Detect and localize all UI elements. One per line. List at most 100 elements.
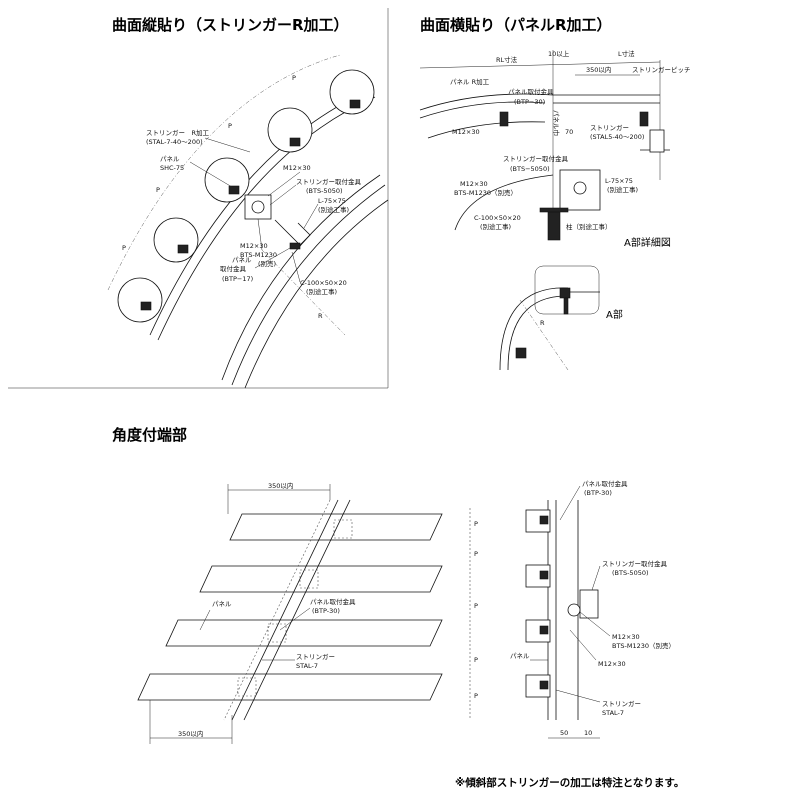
- label-panel-code: SHC-75: [160, 164, 184, 172]
- label-a-part: A部: [606, 308, 623, 321]
- label-panel: パネル: [212, 600, 232, 608]
- detail-bracket-left: [515, 347, 527, 359]
- pitch-p-4: P: [474, 656, 478, 664]
- pitch-label-3: P: [228, 122, 232, 130]
- leader-bts: [257, 218, 263, 251]
- label-stringer-bracket: ストリンガー取付金具: [503, 154, 569, 163]
- panel-profile-2: [153, 217, 199, 263]
- pitch-label-1: P: [122, 244, 126, 252]
- label-panel-r: パネル R加工: [450, 77, 490, 86]
- vertical-curve-drawing: R P P P P ストリンガー R加工 (STAL-7-40〜200) パネル…: [107, 54, 389, 389]
- section-title-angled-end: 角度付端部: [112, 426, 187, 444]
- label-stringer-bracket-code: (BTS-5050): [306, 187, 343, 195]
- panel-curve-lower: [427, 121, 546, 139]
- leader-panel: [199, 609, 211, 631]
- label-stringer-code: STAL-7: [296, 662, 318, 670]
- dimension-line-top: [419, 61, 661, 69]
- channel-arc-inner: [231, 184, 386, 386]
- label-ten: 10以上: [548, 49, 570, 58]
- leader-stringer: [204, 137, 251, 153]
- angled-panel-2: [199, 565, 443, 593]
- label-stringer: ストリンガー: [590, 123, 629, 132]
- elevation-panel-2: [525, 564, 551, 588]
- leader-m12: [267, 171, 301, 197]
- stringer-diagonal-1: [231, 499, 339, 721]
- column-section: [547, 209, 561, 241]
- leader-stringer-bracket: [269, 184, 297, 206]
- column-flange: [539, 207, 569, 213]
- pitch-p-5: P: [474, 692, 478, 700]
- detail-radius: [519, 299, 569, 371]
- panel-bracket-left: [499, 111, 509, 127]
- section-title-horizontal-curve: 曲面横貼り（パネルR加工）: [420, 16, 612, 34]
- label-r-stringer-code: STAL-7: [602, 709, 624, 717]
- label-r-bts: BTS-M1230（別売）: [612, 641, 675, 650]
- label-stringer: ストリンガー R加工: [146, 128, 210, 137]
- radius-label: R: [318, 312, 323, 320]
- panel-profile-1: [117, 277, 163, 323]
- panel-bracket-right: [639, 111, 649, 127]
- angle-bracket: [274, 219, 311, 246]
- label-panel-bracket-code: (BTP−17): [222, 275, 253, 283]
- label-stringer-bracket-code: (BTS−5050): [510, 165, 550, 173]
- detail-bracket-top: [559, 287, 571, 299]
- label-channel: C-100×50×20: [474, 214, 521, 222]
- pitch-dimension-arc: [107, 54, 341, 291]
- pitch-label-2: P: [156, 186, 160, 194]
- label-dim-10: 10: [584, 729, 592, 737]
- label-panel-pitch: パネル巾: [552, 110, 561, 136]
- label-m12-b: M12×30: [460, 180, 488, 188]
- angled-end-drawing: 350以内 350以内 パネル パネル取付金具 (BTP-30) ストリンガー …: [137, 479, 675, 744]
- leader-panel-bracket: [279, 607, 311, 631]
- label-stringer-code: (STAL-7-40〜200): [146, 138, 203, 146]
- label-l: L寸法: [618, 49, 635, 58]
- label-channel-note: (別途工事): [306, 287, 337, 296]
- stringer-bracket-plate: [559, 169, 601, 211]
- panel-arc-inner: [157, 96, 376, 341]
- channel-arc-third: [244, 199, 389, 389]
- pitch-p-2: P: [474, 550, 478, 558]
- label-panel-bracket: パネル: [232, 256, 252, 264]
- channel-clip: [289, 242, 301, 250]
- label-top-350: 350以内: [268, 481, 293, 490]
- label-stringer-code: (STAL5-40〜200): [590, 133, 644, 141]
- elevation-bolt: [567, 603, 581, 617]
- label-r-panel: パネル: [510, 652, 530, 660]
- label-bottom-350: 350以内: [178, 729, 203, 738]
- leader-r-m12-b: [569, 629, 597, 661]
- label-r-m12: M12×30: [612, 633, 640, 641]
- label-r-stringer-bracket: ストリンガー取付金具: [602, 559, 668, 568]
- panel-curve-inner: [419, 101, 546, 119]
- label-angle: L-75×75: [318, 197, 346, 205]
- panel-profile-3: [204, 157, 250, 203]
- panel-bracket-3: [267, 623, 287, 643]
- label-bts: BTS-M1230: [240, 251, 277, 259]
- detail-arc-inner: [507, 295, 569, 371]
- pitch-p-3: P: [474, 602, 478, 610]
- label-r-panel-bracket-code: (BTP-30): [584, 489, 612, 497]
- section-title-vertical-curve: 曲面縦貼り（ストリンガーR加工）: [112, 16, 349, 34]
- label-350: 350以内: [586, 65, 611, 74]
- detail-arc-outer: [499, 287, 569, 371]
- bracket-bolt: [573, 181, 587, 195]
- leader-channel: [291, 251, 301, 283]
- label-r-stringer: ストリンガー: [602, 699, 641, 708]
- label-stringer-pitch: ストリンガーピッチ: [632, 65, 691, 74]
- leader-r-m12: [579, 611, 611, 637]
- panel-bracket-1: [333, 519, 353, 539]
- panel-profile-4: [267, 107, 313, 153]
- stringer-curve: [454, 174, 554, 231]
- label-stringer-bracket: ストリンガー取付金具: [296, 177, 362, 186]
- label-angle-note: (別途工事): [607, 185, 638, 194]
- leader-r-panel-bracket: [559, 485, 581, 521]
- stringer-diagonal-2: [243, 499, 351, 721]
- leader-r-stringer-bracket: [591, 565, 601, 591]
- angled-panel-3: [165, 619, 443, 647]
- detail-radius-label: R: [540, 319, 545, 327]
- pitch-label-4: P: [292, 74, 296, 82]
- label-panel-bracket-code: (BTP-30): [312, 607, 340, 615]
- label-angle: L-75×75: [605, 177, 633, 185]
- panel-bracket-4: [237, 677, 257, 697]
